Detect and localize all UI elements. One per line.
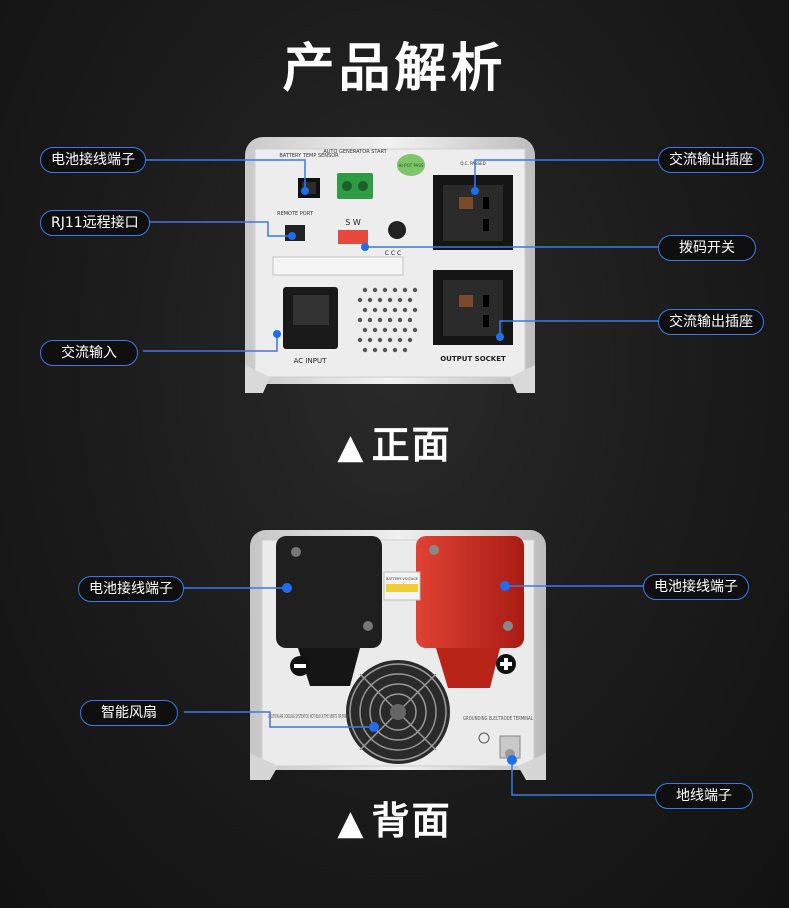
output-socket-text: OUTPUT SOCKET xyxy=(440,355,506,363)
back-section-label: ▲背面 xyxy=(0,790,789,845)
front-section-label: ▲正面 xyxy=(0,414,789,469)
ac-input-text: AC INPUT xyxy=(294,357,327,365)
battery-voltage-text: BATTERY VOLTAGE xyxy=(386,577,418,581)
grounding-text: GROUNDING ELECTRODE TERMINAL xyxy=(463,716,534,722)
back-label-text: 背面 xyxy=(371,799,452,843)
page-title: 产品解析 xyxy=(282,39,507,99)
triangle-icon: ▲ xyxy=(337,427,366,467)
back-panel-image: BATTERY VOLTAGE CAUTION AIR COOLING SYST… xyxy=(250,530,546,780)
auto-generator-start-text: AUTO GENERATOR START xyxy=(323,149,387,155)
callout-ac-input: 交流输入 xyxy=(40,340,138,366)
qc-passed-text: Q.C. PASSED xyxy=(460,161,485,166)
callout-ac-output-socket-1: 交流输出插座 xyxy=(658,147,764,173)
callout-battery-terminal-right: 电池接线端子 xyxy=(643,574,749,600)
front-label-text: 正面 xyxy=(371,423,452,467)
callout-battery-terminal: 电池接线端子 xyxy=(40,147,146,173)
ccc-text: C C C xyxy=(385,250,401,257)
callout-smart-fan: 智能风扇 xyxy=(80,700,178,726)
callout-dip-switch: 拨码开关 xyxy=(658,235,756,261)
caution-text: CAUTION AIR COOLING SYSTEM DO NOT BLOCK … xyxy=(268,714,348,720)
callout-battery-terminal-left: 电池接线端子 xyxy=(78,576,184,602)
dip-sw-text: S W xyxy=(345,218,361,227)
callout-rj11-port: RJ11远程接口 xyxy=(40,210,150,236)
hipot-text: HI-POT PASS xyxy=(399,163,424,168)
front-panel-image: BATTERY TEMP SENSOR AUTO GENERATOR START… xyxy=(245,137,535,393)
triangle-icon: ▲ xyxy=(337,803,366,843)
callout-ac-output-socket-2: 交流输出插座 xyxy=(658,309,764,335)
battery-temp-sensor-text: BATTERY TEMP SENSOR xyxy=(279,153,339,159)
remote-port-text: REMOTE PORT xyxy=(277,211,314,217)
callout-ground-terminal: 地线端子 xyxy=(655,783,753,809)
